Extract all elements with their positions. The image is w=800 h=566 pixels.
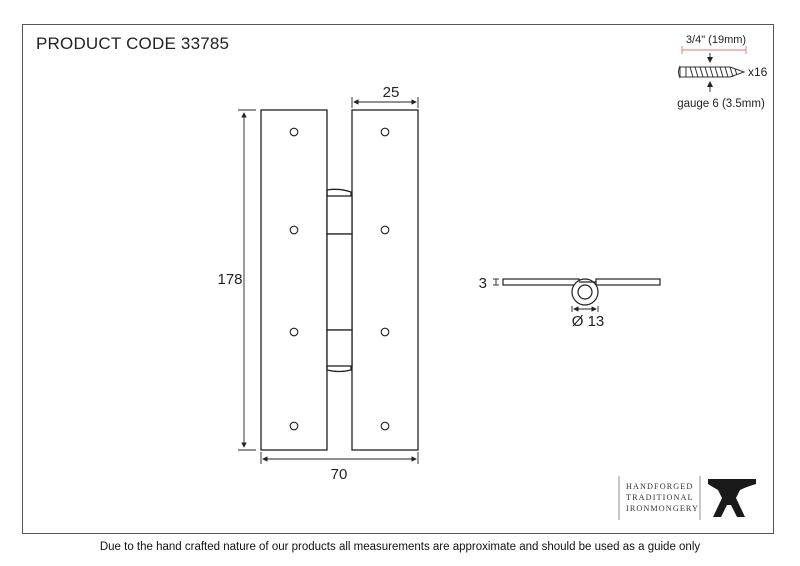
hinge-front-view	[260, 109, 419, 451]
screw-length-bracket	[681, 46, 747, 54]
brand-line-ironmongery: IRONMONGERY	[626, 504, 700, 513]
anvil-icon	[708, 479, 756, 517]
hinge-section-view	[493, 278, 661, 312]
brand-line-traditional: TRADITIONAL	[626, 493, 694, 502]
screw-icon	[678, 53, 746, 92]
dimension-overall-width	[260, 452, 419, 464]
label-overall-width: 70	[331, 466, 348, 483]
screw-length-label: 3/4" (19mm)	[686, 34, 746, 46]
label-plate-width: 25	[383, 84, 400, 101]
label-knuckle-diameter: Ø 13	[572, 313, 605, 330]
dimension-plate-width	[351, 97, 419, 108]
product-code: PRODUCT CODE 33785	[36, 34, 230, 53]
right-leaf	[351, 109, 419, 451]
footer-disclaimer: Due to the hand crafted nature of our pr…	[99, 541, 701, 553]
screw-gauge-label: gauge 6 (3.5mm)	[677, 98, 765, 110]
label-height: 178	[217, 271, 242, 288]
hinge-knuckle	[326, 188, 353, 373]
knuckle-pin	[577, 284, 593, 300]
knuckle-outer	[571, 278, 599, 306]
left-leaf	[260, 109, 328, 451]
screw-quantity: x16	[748, 65, 768, 79]
screw-holes-left	[289, 127, 299, 431]
screw-holes-right	[380, 127, 390, 431]
label-thickness: 3	[479, 275, 487, 292]
dimension-height	[238, 109, 256, 451]
brand-line-handforged: HANDFORGED	[626, 482, 694, 491]
drawing-frame	[22, 24, 774, 534]
